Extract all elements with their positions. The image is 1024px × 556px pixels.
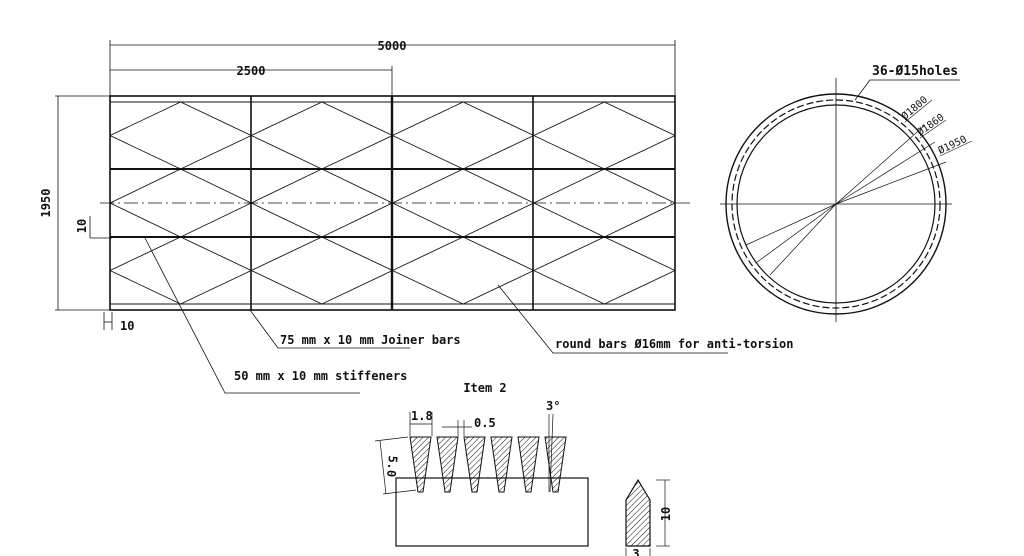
round-bar [321, 101, 393, 136]
dimension-10-bottom-label: 10 [120, 319, 134, 333]
dimension-2500-label: 2500 [237, 64, 266, 78]
round-bar [392, 135, 464, 170]
holes-label: 36-Ø15holes [872, 64, 958, 79]
round-bars-label: round bars Ø16mm for anti-torsion [555, 337, 793, 351]
joiner-bars-annotation: 75 mm x 10 mm Joiner bars [249, 309, 461, 349]
tooth-depth-label: 5.0 [384, 455, 400, 478]
round-bar [604, 236, 676, 271]
round-bar [533, 202, 605, 238]
round-bar [180, 101, 252, 136]
bar-section-detail: 10 3 [625, 478, 673, 556]
bar-width-label: 3 [632, 547, 639, 556]
round-bar [109, 135, 181, 170]
round-bar [392, 270, 464, 305]
round-bar [392, 236, 464, 271]
dimension-10-side-label: 10 [75, 219, 89, 233]
round-bar [533, 270, 605, 305]
saw-teeth [409, 436, 567, 493]
round-bar [321, 270, 393, 305]
dimension-bottom-offset: 10 [103, 312, 134, 333]
item-2-title: Item 2 [463, 381, 506, 395]
round-bar [604, 168, 676, 204]
round-bar [462, 135, 534, 170]
dimension-height: 1950 [39, 95, 110, 311]
round-bar [180, 135, 252, 170]
round-bar [251, 101, 323, 136]
saw-tooth [517, 436, 540, 493]
round-bar [462, 270, 534, 305]
saw-tooth [436, 436, 459, 493]
round-bar [251, 270, 323, 305]
round-bar [392, 202, 464, 238]
round-bar [604, 135, 676, 170]
round-bar [604, 101, 676, 136]
round-bar [392, 101, 464, 136]
round-bar [109, 101, 181, 136]
angle-label: 3° [546, 399, 560, 413]
round-bar [604, 202, 676, 238]
round-bar [109, 236, 181, 271]
dimension-5000-label: 5000 [378, 39, 407, 53]
round-bars-annotation: round bars Ø16mm for anti-torsion [497, 284, 793, 354]
round-bar [462, 168, 534, 204]
round-bar [109, 202, 181, 238]
round-bar [321, 135, 393, 170]
bar-height-label: 10 [659, 507, 673, 521]
round-bar [392, 168, 464, 204]
round-bar [533, 236, 605, 271]
dimension-1950-label: 1950 [39, 189, 53, 218]
round-bar [604, 270, 676, 305]
round-bar [109, 270, 181, 305]
item-2-detail: Item 2 1.8 0.5 3° 5.0 [374, 381, 589, 547]
saw-tooth [544, 436, 567, 493]
saw-tooth [409, 436, 432, 493]
round-bar [533, 135, 605, 170]
circular-end-view: 36-Ø15holes Ø1800 Ø1860 Ø1950 [720, 64, 973, 322]
round-bar [462, 236, 534, 271]
stiffeners-annotation: 50 mm x 10 mm stiffeners [144, 237, 407, 394]
round-bar [321, 168, 393, 204]
tooth-width-label: 1.8 [411, 409, 433, 423]
saw-tooth [463, 436, 486, 493]
round-bar [180, 270, 252, 305]
round-bar [109, 168, 181, 204]
round-bar [251, 135, 323, 170]
round-bar [251, 202, 323, 238]
dimension-side-offset: 10 [75, 216, 112, 239]
round-bar [180, 168, 252, 204]
round-bar [251, 168, 323, 204]
round-bar [462, 202, 534, 238]
round-bar [180, 202, 252, 238]
anti-torsion-round-bars [109, 101, 676, 305]
round-bar [180, 236, 252, 271]
round-bar [462, 101, 534, 136]
joiner-bars-label: 75 mm x 10 mm Joiner bars [280, 333, 461, 347]
saw-tooth [490, 436, 513, 493]
round-bar [321, 236, 393, 271]
dimension-panel-length: 2500 [110, 64, 393, 96]
round-bar [533, 168, 605, 204]
stiffeners-label: 50 mm x 10 mm stiffeners [234, 369, 407, 383]
dimension-overall-length: 5000 [109, 39, 676, 96]
gap-label: 0.5 [474, 416, 496, 430]
round-bar [533, 101, 605, 136]
diameter-1860-label: Ø1860 [915, 111, 947, 138]
round-bar [251, 236, 323, 271]
lattice-frame [100, 95, 690, 311]
diameter-1800-label: Ø1800 [899, 94, 930, 123]
round-bar [321, 202, 393, 238]
